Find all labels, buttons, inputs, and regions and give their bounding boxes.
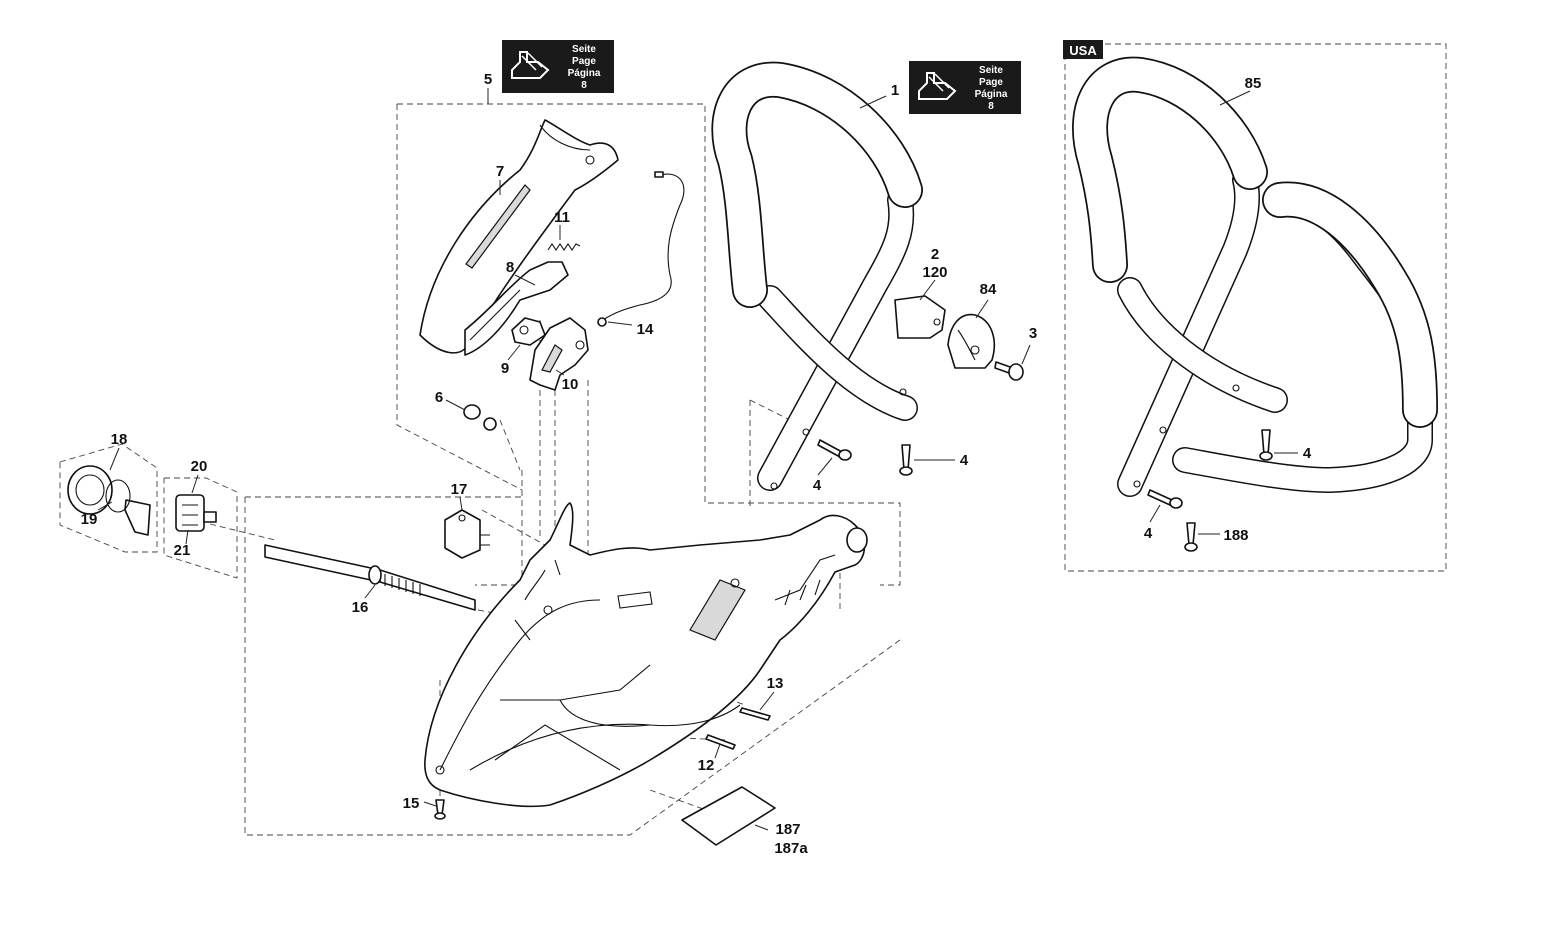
label-84: 84 [980,281,997,298]
label-5: 5 [484,71,492,88]
handle-cover-part[interactable] [419,119,619,354]
spring-part[interactable] [547,243,581,251]
page-reference-badge-right[interactable]: Seite Page Página 8 [909,61,1021,114]
label-21: 21 [174,542,191,559]
page-ref-number: 8 [988,101,994,112]
decal-part[interactable] [681,786,776,846]
screw-part[interactable] [899,444,913,476]
screw-part[interactable] [1259,429,1273,461]
page-ref-line2: Page [572,56,596,67]
label-4-usa-right: 4 [1303,445,1312,462]
label-16: 16 [352,599,369,616]
leader-lines [97,88,1298,831]
screw-part[interactable] [817,439,852,461]
label-188: 188 [1223,527,1248,544]
screw-part[interactable] [434,799,446,820]
label-1: 1 [891,82,899,99]
front-handle-bar[interactable] [711,61,923,491]
label-6: 6 [435,389,443,406]
usa-badge-text: USA [1069,43,1097,58]
page-ref-line3: Página [568,68,601,79]
handle-clamp-part[interactable] [894,295,946,339]
label-11: 11 [554,209,570,226]
pin-part[interactable] [739,707,771,721]
page-reference-badge-left[interactable]: Seite Page Página 8 [502,40,614,93]
label-2: 2 [931,246,939,263]
label-10: 10 [562,376,579,393]
label-187a: 187a [774,840,808,857]
label-15: 15 [403,795,420,812]
switch-part[interactable] [444,509,490,559]
usa-badge: USA [1063,40,1103,59]
tank-housing[interactable] [424,502,868,808]
label-3: 3 [1029,325,1037,342]
label-13: 13 [767,675,784,692]
label-7: 7 [496,163,504,180]
pin-part[interactable] [705,734,736,750]
label-187: 187 [775,821,800,838]
label-12: 12 [698,757,715,774]
page-ref-number: 8 [581,80,587,91]
tank-cap-part[interactable] [67,465,151,536]
damper-part[interactable] [947,313,996,369]
label-85: 85 [1245,75,1262,92]
label-18: 18 [111,431,128,448]
label-4-right: 4 [960,452,969,469]
interlock-part[interactable] [529,317,589,391]
label-19: 19 [81,511,98,528]
label-120: 120 [922,264,947,281]
nut-part[interactable] [463,404,497,431]
throttle-cable-part[interactable] [597,171,685,327]
screw-part[interactable] [1184,522,1198,552]
usa-handle-bar[interactable] [1072,56,1438,497]
label-20: 20 [191,458,208,475]
chainsaw-grip-icon [511,51,550,79]
part-labels: 5 1 7 11 8 14 9 10 6 2 120 84 3 4 4 85 4… [81,71,1312,857]
label-4-usa-left: 4 [1144,525,1153,542]
throttle-trigger-part[interactable] [464,261,569,356]
page-ref-line3: Página [975,89,1008,100]
screw-part[interactable] [1147,489,1183,509]
shaft-part[interactable] [264,544,476,611]
label-14: 14 [637,321,654,338]
label-4-left: 4 [813,477,822,494]
filter-part[interactable] [175,494,217,532]
label-9: 9 [501,360,509,377]
label-8: 8 [506,259,514,276]
label-17: 17 [451,481,468,498]
chainsaw-grip-icon [918,72,957,100]
page-ref-line1: Seite [572,44,596,55]
page-ref-line2: Page [979,77,1003,88]
bolt-part[interactable] [994,361,1024,381]
page-ref-line1: Seite [979,65,1003,76]
